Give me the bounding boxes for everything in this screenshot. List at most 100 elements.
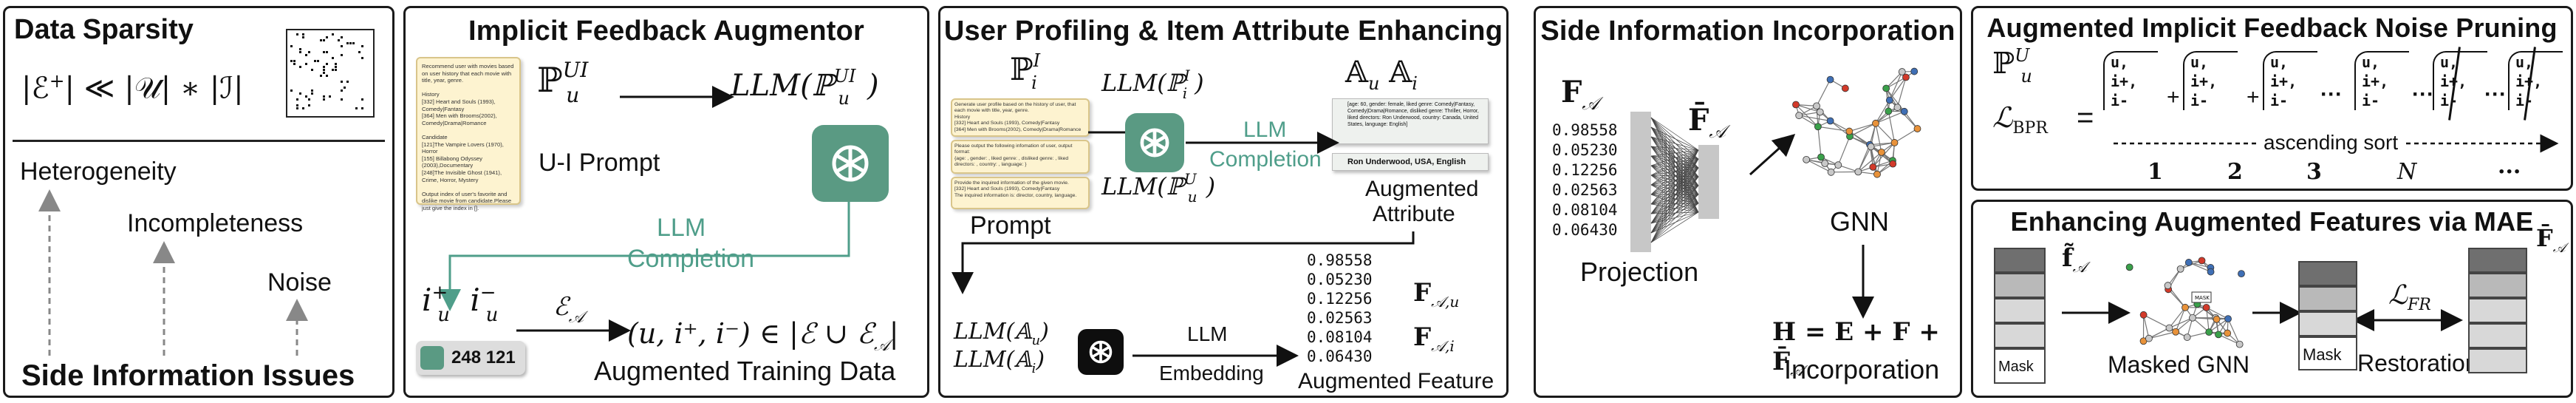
f-bar-mae-label: F̄𝒜 bbox=[2536, 224, 2566, 256]
value-row: 0.05230 bbox=[1307, 271, 1373, 288]
panel-user-profiling: User Profiling & Item Attribute Enhancin… bbox=[938, 6, 1509, 398]
graph-node bbox=[1813, 102, 1820, 110]
matrix-entry bbox=[335, 63, 337, 65]
graph-edge bbox=[1837, 136, 1851, 166]
matrix-entry bbox=[326, 51, 328, 53]
graph-edge bbox=[2148, 331, 2176, 339]
graph-edge bbox=[2218, 333, 2240, 345]
nn-edge bbox=[1650, 155, 1699, 213]
nn-edge bbox=[1650, 203, 1699, 205]
nn-edge bbox=[1650, 165, 1699, 195]
nn-edge bbox=[1650, 176, 1699, 243]
prompt-card-3: Provide the inquired information of the … bbox=[951, 177, 1090, 209]
value-row: 0.08104 bbox=[1307, 328, 1373, 346]
triplet-part: i- bbox=[2440, 92, 2459, 109]
graph-node bbox=[1885, 107, 1893, 115]
graph-edge bbox=[2206, 307, 2229, 319]
matrix-entry bbox=[361, 98, 363, 101]
nn-edge bbox=[1650, 194, 1699, 204]
graph-node bbox=[1890, 139, 1899, 146]
triplet-part: u, bbox=[2362, 53, 2380, 71]
bpr-triplet: u,i+,i- bbox=[2103, 51, 2158, 110]
ascending-sort-label: ascending sort bbox=[2258, 131, 2405, 155]
matrix-entry bbox=[361, 107, 363, 109]
bpr-triplet: u,i+,i- bbox=[2183, 51, 2238, 110]
panel1-divider bbox=[13, 140, 385, 142]
graph-edge bbox=[2188, 262, 2211, 273]
llm-ai-expr: LLM(𝔸i) bbox=[954, 347, 1045, 376]
noise-label: Noise bbox=[267, 268, 332, 297]
matrix-entry bbox=[311, 92, 313, 95]
nn-edge bbox=[1650, 185, 1699, 205]
nn-edge bbox=[1650, 117, 1699, 177]
nn-edge bbox=[1650, 158, 1699, 166]
nn-edge bbox=[1650, 117, 1699, 160]
nn-edge bbox=[1650, 175, 1699, 213]
matrix-entry bbox=[361, 57, 363, 59]
ui-prompt-label: U-I Prompt bbox=[539, 149, 660, 177]
feature-cell bbox=[2298, 286, 2357, 311]
llm-pu-expr: LLM(ℙUu) bbox=[1101, 170, 1216, 206]
nn-edge bbox=[1650, 194, 1699, 224]
nn-edge bbox=[1650, 136, 1699, 195]
value-row: 0.06430 bbox=[1552, 221, 1618, 239]
graph-node bbox=[1792, 101, 1800, 109]
matrix-entry bbox=[329, 95, 331, 98]
matrix-entry bbox=[305, 63, 307, 65]
neural-network-icon bbox=[1630, 112, 1719, 252]
matrix-entry bbox=[332, 57, 334, 59]
nn-edge bbox=[1650, 194, 1699, 243]
plus-sign: + bbox=[2247, 85, 2260, 109]
graph-edge bbox=[1795, 104, 1819, 127]
i-plus-i-minus: i+u i−u bbox=[422, 282, 499, 326]
matrix-entry bbox=[302, 107, 304, 109]
panel3-title: User Profiling & Item Attribute Enhancin… bbox=[943, 16, 1503, 47]
nn-edge bbox=[1650, 184, 1699, 204]
matrix-entry bbox=[299, 92, 301, 95]
feature-cell bbox=[1994, 323, 2046, 348]
graph-edge bbox=[1805, 159, 1831, 173]
triplet-part: u, bbox=[2111, 53, 2129, 71]
matrix-entry bbox=[323, 51, 325, 53]
f-ai-label: F𝒜,i bbox=[1413, 322, 1455, 355]
graph-edge bbox=[2227, 318, 2241, 345]
augmented-attr-2: Attribute bbox=[1373, 202, 1455, 226]
nn-edge bbox=[1650, 175, 1699, 177]
ellipsis: ··· bbox=[2412, 82, 2434, 106]
matrix-entry bbox=[299, 48, 301, 50]
f-au-label: F𝒜,u bbox=[1413, 278, 1460, 311]
feature-cell bbox=[2468, 323, 2527, 348]
value-row: 0.12256 bbox=[1307, 290, 1373, 308]
panel-side-info-incorporation: Side Information Incorporation F𝒜 0.9855… bbox=[1534, 6, 1962, 398]
matrix-entry bbox=[311, 89, 313, 92]
feature-cell bbox=[2468, 248, 2527, 273]
matrix-entry bbox=[293, 63, 295, 65]
graph-node bbox=[2235, 340, 2244, 348]
graph-edge bbox=[1870, 146, 1878, 175]
feature-cell bbox=[2468, 298, 2527, 323]
prompt-label: Prompt bbox=[970, 211, 1051, 240]
graph-edge bbox=[1857, 146, 1872, 172]
feature-cell bbox=[2468, 273, 2527, 298]
graph-node bbox=[2205, 328, 2213, 336]
feature-cell bbox=[1994, 273, 2046, 298]
graph-node bbox=[2215, 331, 2222, 339]
graph-node bbox=[1854, 168, 1862, 176]
graph-node bbox=[2238, 270, 2245, 278]
graph-edge bbox=[1896, 77, 1907, 108]
nn-edge bbox=[1650, 211, 1699, 234]
graph-node bbox=[1869, 163, 1877, 171]
graph-edge bbox=[2143, 314, 2150, 339]
llm-pi-expr: LLM(ℙIi) bbox=[1101, 67, 1204, 102]
mask-cell-right: Mask bbox=[2298, 336, 2357, 370]
nn-edge bbox=[1650, 176, 1699, 205]
graph-edge bbox=[2169, 317, 2193, 329]
matrix-entry bbox=[305, 54, 307, 56]
graph-edge bbox=[1817, 126, 1850, 132]
nn-edge bbox=[1650, 149, 1699, 214]
nn-edge bbox=[1650, 149, 1699, 224]
nn-edge bbox=[1650, 176, 1699, 195]
nn-edge bbox=[1650, 203, 1699, 213]
graph-node bbox=[1841, 84, 1849, 92]
rank-1: 1 bbox=[2148, 159, 2163, 185]
